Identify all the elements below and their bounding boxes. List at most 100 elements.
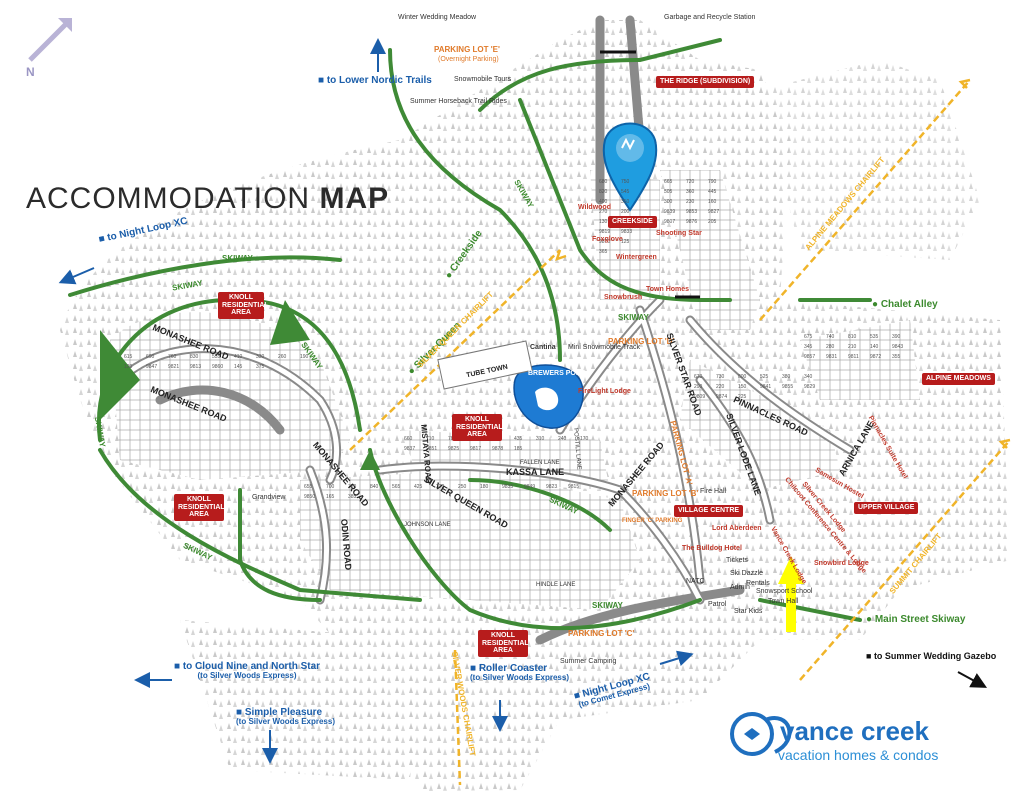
place-label: Summer Horseback Trail Rides <box>410 98 507 105</box>
lot-number: 380 <box>782 374 791 380</box>
lot-number: 740 <box>826 334 835 340</box>
lot-number: 130 <box>599 219 608 225</box>
lot-number: 9827 <box>708 209 719 215</box>
logo-name: vance creek <box>780 716 929 746</box>
place-label: Town Homes <box>646 286 690 293</box>
lot-number: 445 <box>708 189 717 195</box>
lot-number: 9807 <box>664 219 675 225</box>
lot-number: 820 <box>599 189 608 195</box>
lot-number: 165 <box>326 494 335 500</box>
lot-number: 535 <box>870 334 879 340</box>
gate-markers <box>600 50 700 299</box>
lot-number: 390 <box>892 334 901 340</box>
lot-number: 9851 <box>426 446 437 452</box>
lot-number: 190 <box>300 354 309 360</box>
lot-number: 9855 <box>782 384 793 390</box>
lot-number: 670 <box>694 374 703 380</box>
roller-coaster-direction[interactable]: ■ Roller Coaster(to Silver Woods Express… <box>470 663 569 682</box>
lot-number: 675 <box>804 334 813 340</box>
lot-number: 9819 <box>599 229 610 235</box>
parking-lot-e-label: PARKING LOT 'E' <box>434 45 500 54</box>
lot-number: 120 <box>124 364 133 370</box>
lot-number: 9833 <box>621 229 632 235</box>
lot-number: 840 <box>370 484 379 490</box>
lot-number: 9813 <box>190 364 201 370</box>
lot-number: 9821 <box>168 364 179 370</box>
lot-number: 300 <box>664 199 673 205</box>
place-label: Winter Wedding Meadow <box>398 14 477 21</box>
lot-number: 810 <box>848 334 857 340</box>
lot-number: 435 <box>514 436 523 442</box>
lot-number: 250 <box>458 484 467 490</box>
lot-number: 9876 <box>686 219 697 225</box>
lot-number: 9870 <box>599 239 610 245</box>
place-label: Cantina <box>530 344 556 351</box>
place-label: Garbage and Recycle Station <box>664 14 756 21</box>
lot-number: 9841 <box>760 384 771 390</box>
village-centre-badge: VILLAGE CENTRE <box>674 505 744 517</box>
place-label: Star Kids <box>734 608 763 615</box>
lot-number: 125 <box>621 239 630 245</box>
lot-number: 290 <box>694 384 703 390</box>
finger-c-parking-label: FINGER 'C' PARKING <box>622 518 683 524</box>
place-label: Mini Snowmobile Track <box>568 344 640 351</box>
lot-number: 140 <box>870 344 879 350</box>
skiways <box>68 38 872 631</box>
place-label: NATC <box>686 578 705 585</box>
you-are-here-arrow <box>778 556 804 632</box>
place-label: Wildwood <box>578 204 611 211</box>
lot-number: 9872 <box>870 354 881 360</box>
lot-number: 240 <box>558 436 567 442</box>
lower-nordic-direction[interactable]: ■ to Lower Nordic Trails <box>318 75 432 86</box>
place-label: Snowmobile Tours <box>454 76 512 83</box>
lot-number: 185 <box>514 446 523 452</box>
lot-number: 225 <box>738 394 747 400</box>
knoll-residential-badge: KNOLL RESIDENTIAL AREA <box>452 414 503 442</box>
north-arrow-icon <box>28 18 72 62</box>
skiway-label: SKIWAY <box>222 254 253 263</box>
main-street-skiway-label: ● Main Street Skiway <box>866 614 966 625</box>
skiway-label: SKIWAY <box>618 313 649 322</box>
lot-number: 280 <box>826 344 835 350</box>
simple-pleasure-direction[interactable]: ■ Simple Pleasure(to Silver Woods Expres… <box>236 707 335 726</box>
logo-icon <box>730 712 792 756</box>
lot-number: 9849 <box>524 484 535 490</box>
lot-number: 425 <box>414 484 423 490</box>
lot-number: 9811 <box>848 354 859 360</box>
summer-gazebo-direction[interactable]: ■ to Summer Wedding Gazebo <box>866 651 997 661</box>
chairlifts <box>349 79 1011 786</box>
place-label: FireLight Lodge <box>578 388 631 395</box>
place-label: Snowsport School <box>756 588 813 595</box>
chalet-alley-label: ● Chalet Alley <box>872 299 938 310</box>
road-label: KASSA LANE <box>506 467 565 477</box>
lot-number: 565 <box>392 484 401 490</box>
cloud-nine-direction[interactable]: ■ to Cloud Nine and North Star(to Silver… <box>174 661 321 680</box>
lot-number: 9839 <box>664 209 675 215</box>
lot-number: 180 <box>480 484 489 490</box>
lot-number: 345 <box>804 344 813 350</box>
brewers-pond-label: BREWERS POND <box>528 370 586 377</box>
creekside-badge: CREEKSIDE <box>608 216 657 228</box>
alpine-meadows-badge: ALPINE MEADOWS <box>922 373 995 385</box>
lot-number: 200 <box>621 209 630 215</box>
lot-number: 680 <box>599 179 608 185</box>
lot-number: 160 <box>708 199 717 205</box>
lot-number: 730 <box>716 374 725 380</box>
lot-number: 9815 <box>568 484 579 490</box>
place-label: Rentals <box>746 580 770 587</box>
lot-number: 350 <box>621 199 630 205</box>
lot-number: 555 <box>212 354 221 360</box>
lot-numbers: 6156556606656706756806907007107207307407… <box>124 179 903 500</box>
ridge-subdivision-badge: THE RIDGE (SUBDIVISION) <box>656 76 755 88</box>
lot-number: 400 <box>599 199 608 205</box>
lot-number: 360 <box>686 189 695 195</box>
lot-number: 410 <box>234 354 243 360</box>
lot-number: 260 <box>278 354 287 360</box>
lot-number: 830 <box>190 354 199 360</box>
lot-number: 9878 <box>492 446 503 452</box>
knoll-residential-badge: KNOLL RESIDENTIAL AREA <box>478 630 529 658</box>
lot-number: 9843 <box>892 344 903 350</box>
lot-number: 9874 <box>716 394 727 400</box>
skiway-label: SKIWAY <box>592 601 623 610</box>
